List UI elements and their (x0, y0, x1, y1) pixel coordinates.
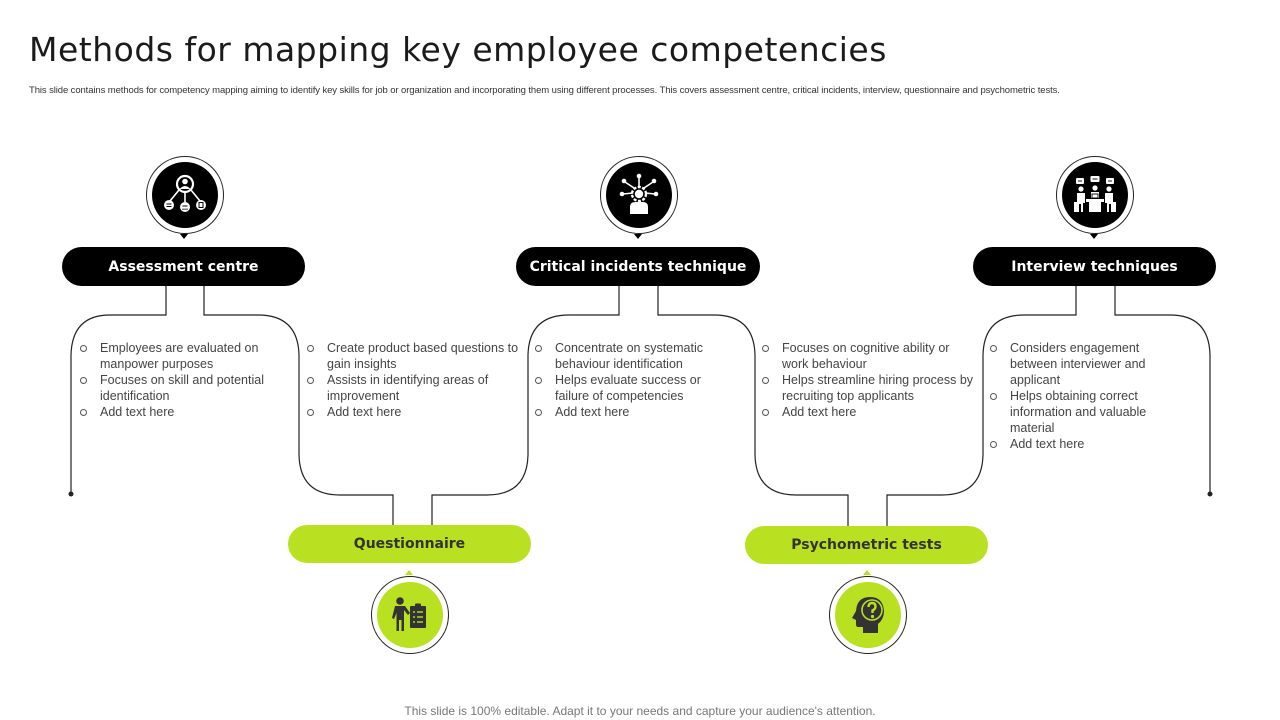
pointer-down-icon (1090, 234, 1098, 239)
psychometric-tests-label: Psychometric tests (791, 537, 942, 553)
psychometric-tests-pill: Psychometric tests (745, 526, 988, 564)
list-item: Assists in identifying areas of improvem… (305, 372, 520, 404)
person-ideas-icon (619, 173, 659, 214)
list-item: Considers engagement between interviewer… (988, 340, 1163, 388)
list-item: Focuses on skill and potential identific… (78, 372, 278, 404)
list-item: Add text here (533, 404, 733, 420)
critical-incidents-pill: Critical incidents technique (516, 247, 760, 286)
list-item: Add text here (78, 404, 278, 420)
assessment-centre-label: Assessment centre (108, 258, 259, 275)
questionnaire-icon-badge (371, 576, 449, 654)
list-item: Add text here (988, 436, 1163, 452)
list-item: Helps evaluate success or failure of com… (533, 372, 733, 404)
list-item: Focuses on cognitive ability or work beh… (760, 340, 975, 372)
pointer-up-icon (405, 570, 413, 575)
page-title: Methods for mapping key employee compete… (29, 30, 887, 69)
list-item: Concentrate on systematic behaviour iden… (533, 340, 733, 372)
person-clipboard-icon (392, 597, 426, 631)
questionnaire-label: Questionnaire (353, 536, 466, 552)
psychometric-tests-icon-badge (829, 576, 907, 654)
questionnaire-pill: Questionnaire (288, 525, 531, 563)
list-item: Helps streamline hiring process by recru… (760, 372, 975, 404)
pointer-down-icon (634, 234, 642, 239)
psychometric-tests-bullets: Focuses on cognitive ability or work beh… (760, 340, 975, 420)
list-item: Add text here (760, 404, 975, 420)
list-item: Add text here (305, 404, 520, 420)
meeting-table-icon (1074, 176, 1116, 212)
footer-note: This slide is 100% editable. Adapt it to… (404, 704, 876, 718)
assessment-centre-icon-badge (146, 156, 224, 234)
critical-incidents-label: Critical incidents technique (529, 258, 747, 275)
pointer-up-icon (863, 570, 871, 575)
head-question-icon (852, 597, 884, 633)
assessment-centre-bullets: Employees are evaluated on manpower purp… (78, 340, 278, 420)
list-item: Helps obtaining correct information and … (988, 388, 1163, 436)
list-item: Employees are evaluated on manpower purp… (78, 340, 278, 372)
questionnaire-bullets: Create product based questions to gain i… (305, 340, 520, 420)
page-subtitle: This slide contains methods for competen… (29, 85, 1060, 96)
interview-techniques-label: Interview techniques (1011, 258, 1178, 275)
assessment-centre-pill: Assessment centre (62, 247, 305, 286)
list-item: Create product based questions to gain i… (305, 340, 520, 372)
network-user-icon (164, 174, 206, 212)
interview-techniques-pill: Interview techniques (973, 247, 1216, 286)
interview-techniques-bullets: Considers engagement between interviewer… (988, 340, 1163, 452)
critical-incidents-icon-badge (600, 156, 678, 234)
interview-techniques-icon-badge (1056, 156, 1134, 234)
pointer-down-icon (180, 234, 188, 239)
critical-incidents-bullets: Concentrate on systematic behaviour iden… (533, 340, 733, 420)
